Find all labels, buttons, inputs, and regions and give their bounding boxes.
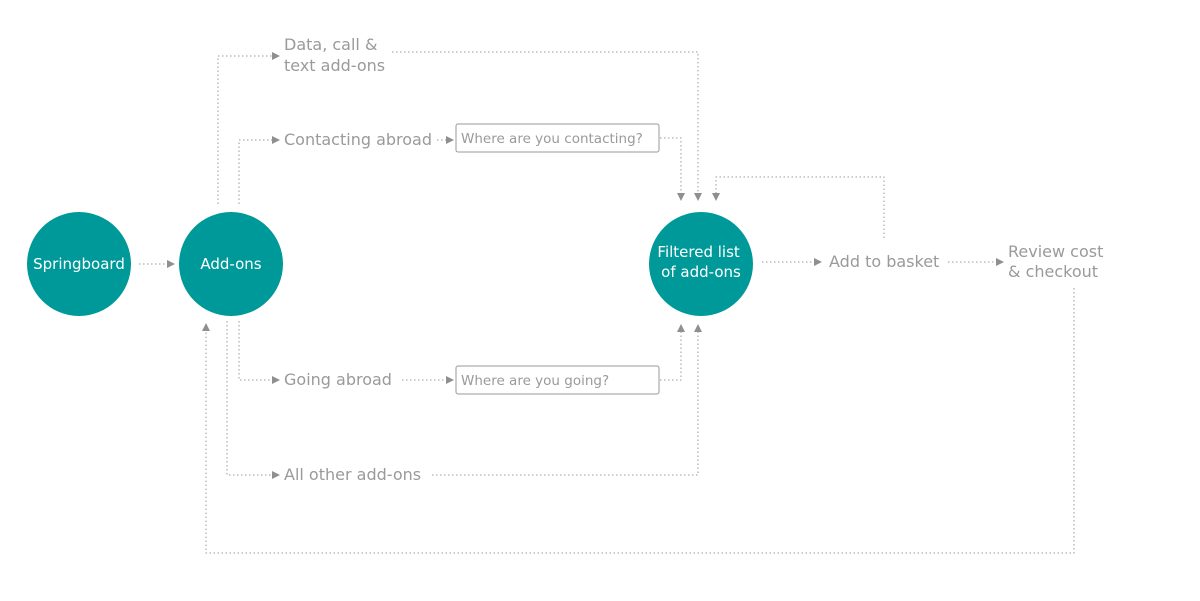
label-all-other-addons[interactable]: All other add-ons — [284, 465, 421, 484]
label-review-checkout-line-1: Review cost — [1008, 242, 1103, 261]
node-springboard[interactable]: Springboard — [27, 212, 131, 316]
edge-addons-to-data — [217, 52, 280, 204]
edge-addons-to-going — [238, 321, 280, 384]
going-input[interactable]: Where are you going? — [455, 365, 660, 395]
label-going-abroad[interactable]: Going abroad — [284, 370, 392, 389]
edge-going-input-to-filtered — [660, 324, 685, 381]
node-springboard-label: Springboard — [33, 255, 125, 273]
node-filtered[interactable]: Filtered list of add-ons — [649, 212, 753, 316]
label-add-to-basket[interactable]: Add to basket — [829, 252, 939, 271]
node-filtered-line-2: of add-ons — [661, 263, 741, 281]
contacting-input-placeholder: Where are you contacting? — [461, 131, 643, 147]
going-input-placeholder: Where are you going? — [461, 373, 609, 389]
label-data-call-text[interactable]: Data, call & text add-ons — [284, 35, 385, 75]
edge-data-to-filtered — [392, 51, 702, 201]
edge-all-other-to-filtered — [432, 324, 702, 476]
label-data-call-text-line-1: Data, call & — [284, 35, 377, 54]
label-review-checkout-line-2: & checkout — [1008, 262, 1098, 281]
node-filtered-label: Filtered list of add-ons — [657, 243, 744, 281]
node-filtered-line-1: Filtered list — [657, 243, 739, 261]
label-data-call-text-line-2: text add-ons — [284, 56, 385, 75]
node-addons-label: Add-ons — [200, 255, 261, 273]
edge-addons-to-all-other — [226, 321, 280, 479]
edge-basket-back-to-filtered — [712, 176, 885, 238]
edge-addons-to-contacting — [238, 136, 280, 204]
edge-review-back-to-addons — [202, 288, 1075, 554]
label-contacting-abroad[interactable]: Contacting abroad — [284, 130, 432, 149]
contacting-input[interactable]: Where are you contacting? — [455, 123, 660, 153]
label-review-checkout[interactable]: Review cost & checkout — [1008, 242, 1108, 281]
node-addons[interactable]: Add-ons — [179, 212, 283, 316]
connectors — [139, 51, 1075, 554]
edge-contacting-input-to-filtered — [660, 137, 685, 201]
